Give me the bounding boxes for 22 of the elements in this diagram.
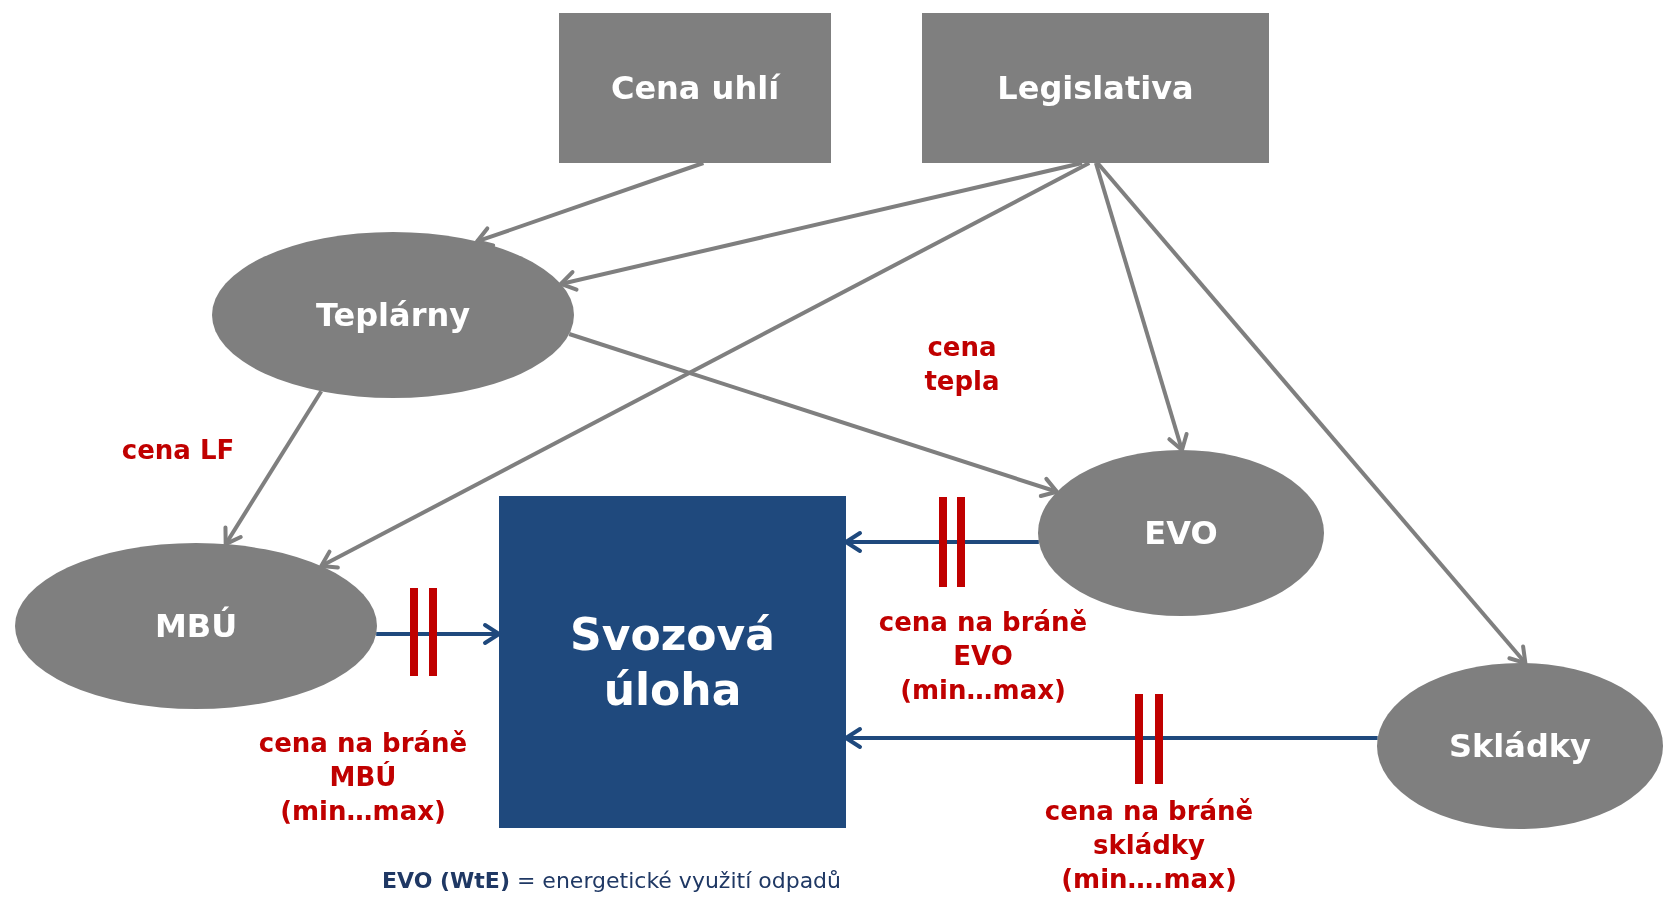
node-label: Cena uhlí — [610, 68, 780, 108]
arrow — [223, 390, 323, 547]
ellipse-node — [1377, 663, 1663, 829]
rectangle-node — [922, 13, 1269, 163]
node-label: Legislativa — [997, 68, 1194, 108]
node-label: EVO — [1144, 513, 1218, 553]
ellipse-node — [212, 232, 574, 398]
ellipse-node — [15, 543, 377, 709]
arrow — [558, 161, 1083, 292]
node-label: Svozová úloha — [570, 608, 775, 717]
arrow — [1096, 161, 1528, 666]
arrow — [319, 161, 1091, 570]
node-label: Teplárny — [315, 295, 471, 335]
node-label: MBÚ — [154, 606, 238, 646]
arrow — [568, 332, 1059, 498]
note-text: EVO (WtE) = energetické využití odpadů — [382, 868, 842, 893]
node-label: Skládky — [1449, 726, 1591, 766]
arrow — [1094, 162, 1189, 452]
rectangle-node — [559, 13, 831, 163]
rectangle-node — [499, 496, 846, 828]
arrow — [475, 161, 704, 248]
arrow — [376, 623, 501, 645]
